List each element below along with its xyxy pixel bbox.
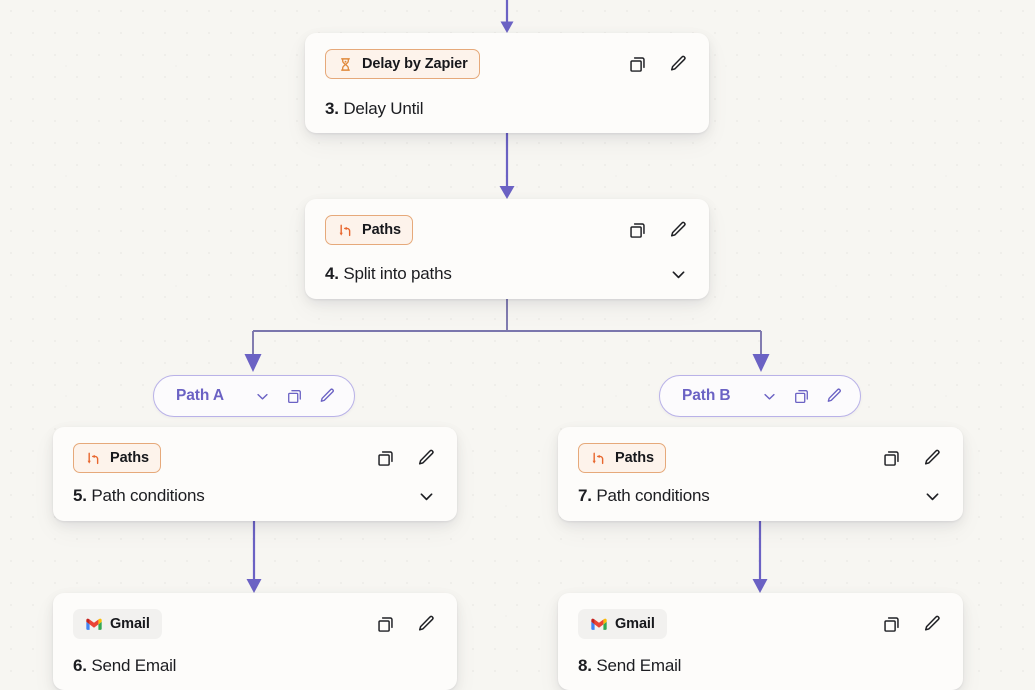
step-number: 5. (73, 486, 87, 505)
path-a-actions (252, 385, 338, 407)
edit-pencil-icon[interactable] (415, 447, 437, 469)
node-footer: 3. Delay Until (325, 99, 689, 119)
node-header: Paths (73, 443, 437, 473)
path-b-actions (759, 385, 845, 407)
paths-branch-icon (590, 450, 607, 467)
step-number: 7. (578, 486, 592, 505)
path-a-label: Path A (176, 387, 224, 404)
node-footer: 7. Path conditions (578, 485, 943, 507)
app-badge-label: Gmail (110, 616, 150, 632)
duplicate-icon[interactable] (284, 385, 306, 407)
node-path-a-conditions[interactable]: Paths 5. Path conditions (53, 427, 457, 521)
node-header: Delay by Zapier (325, 49, 689, 79)
app-badge-gmail: Gmail (73, 609, 162, 639)
app-badge-label: Paths (110, 450, 149, 466)
node-header: Paths (578, 443, 943, 473)
node-header: Paths (325, 215, 689, 245)
node-title-text: Send Email (596, 656, 682, 675)
duplicate-icon[interactable] (791, 385, 813, 407)
hourglass-icon (337, 56, 354, 73)
app-badge-label: Paths (362, 222, 401, 238)
paths-branch-icon (85, 450, 102, 467)
step-number: 6. (73, 656, 87, 675)
chevron-down-icon[interactable] (252, 385, 274, 407)
duplicate-icon[interactable] (880, 613, 902, 635)
app-badge-paths: Paths (73, 443, 161, 473)
node-header: Gmail (73, 609, 437, 639)
duplicate-icon[interactable] (626, 53, 648, 75)
node-footer: 8. Send Email (578, 656, 943, 676)
app-badge-paths: Paths (325, 215, 413, 245)
duplicate-icon[interactable] (626, 219, 648, 241)
node-actions (374, 447, 437, 469)
node-title-text: Path conditions (91, 486, 205, 505)
node-actions (374, 613, 437, 635)
node-actions (880, 613, 943, 635)
edit-pencil-icon[interactable] (823, 385, 845, 407)
node-title: 3. Delay Until (325, 99, 424, 119)
edit-pencil-icon[interactable] (921, 447, 943, 469)
path-b-pill[interactable]: Path B (659, 375, 861, 417)
app-badge-delay-by-zapier: Delay by Zapier (325, 49, 480, 79)
app-badge-label: Delay by Zapier (362, 56, 468, 72)
step-number: 4. (325, 264, 339, 283)
node-title: 6. Send Email (73, 656, 176, 676)
step-number: 3. (325, 99, 339, 118)
app-badge-label: Gmail (615, 616, 655, 632)
node-path-a-send-email[interactable]: Gmail 6. Send Email (53, 593, 457, 690)
edit-pencil-icon[interactable] (667, 53, 689, 75)
node-path-b-send-email[interactable]: Gmail 8. Send Email (558, 593, 963, 690)
node-split-into-paths[interactable]: Paths 4. Split into paths (305, 199, 709, 299)
node-footer: 5. Path conditions (73, 485, 437, 507)
gmail-icon (85, 616, 102, 633)
duplicate-icon[interactable] (374, 613, 396, 635)
app-badge-gmail: Gmail (578, 609, 667, 639)
expand-chevron-down-icon[interactable] (921, 485, 943, 507)
node-actions (626, 53, 689, 75)
node-delay-until[interactable]: Delay by Zapier 3. Delay Un (305, 33, 709, 133)
node-actions (880, 447, 943, 469)
node-title: 7. Path conditions (578, 486, 710, 506)
node-actions (626, 219, 689, 241)
path-a-pill[interactable]: Path A (153, 375, 355, 417)
node-title: 8. Send Email (578, 656, 681, 676)
node-title-text: Path conditions (596, 486, 710, 505)
node-header: Gmail (578, 609, 943, 639)
node-footer: 6. Send Email (73, 656, 437, 676)
node-path-b-conditions[interactable]: Paths 7. Path conditions (558, 427, 963, 521)
node-title-text: Delay Until (343, 99, 424, 118)
paths-branch-icon (337, 222, 354, 239)
node-title: 4. Split into paths (325, 264, 452, 284)
path-b-label: Path B (682, 387, 731, 404)
chevron-down-icon[interactable] (759, 385, 781, 407)
expand-chevron-down-icon[interactable] (415, 485, 437, 507)
app-badge-paths: Paths (578, 443, 666, 473)
duplicate-icon[interactable] (880, 447, 902, 469)
expand-chevron-down-icon[interactable] (667, 263, 689, 285)
node-title-text: Send Email (91, 656, 177, 675)
step-number: 8. (578, 656, 592, 675)
node-title-text: Split into paths (343, 264, 452, 283)
node-title: 5. Path conditions (73, 486, 205, 506)
edit-pencil-icon[interactable] (415, 613, 437, 635)
edit-pencil-icon[interactable] (667, 219, 689, 241)
node-footer: 4. Split into paths (325, 263, 689, 285)
app-badge-label: Paths (615, 450, 654, 466)
edit-pencil-icon[interactable] (921, 613, 943, 635)
gmail-icon (590, 616, 607, 633)
duplicate-icon[interactable] (374, 447, 396, 469)
edit-pencil-icon[interactable] (316, 385, 338, 407)
